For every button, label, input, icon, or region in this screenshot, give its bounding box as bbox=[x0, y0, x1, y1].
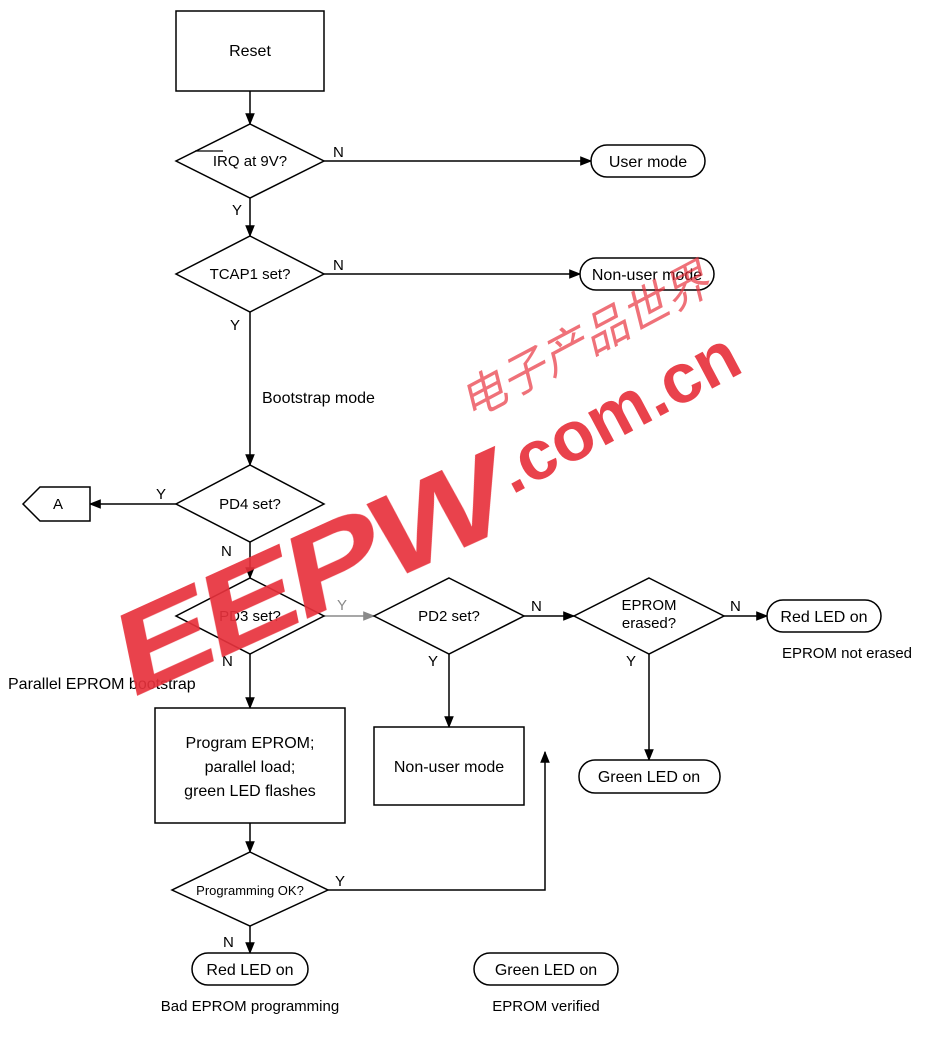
parallel-bootstrap-label: Parallel EPROM bootstrap bbox=[8, 676, 196, 693]
program-label-line2: parallel load; bbox=[205, 759, 296, 776]
nonuser-mode-mid-box bbox=[373, 726, 525, 806]
connector-a bbox=[21, 486, 91, 522]
pd3-decision bbox=[174, 577, 326, 655]
user-mode-label: User mode bbox=[609, 154, 687, 171]
eprom-erased-label-line1: EPROM bbox=[621, 597, 676, 614]
reset-box bbox=[175, 10, 325, 92]
irq-decision-label: IRQ at 9V? bbox=[213, 153, 287, 170]
eprom-erased-decision bbox=[572, 577, 726, 655]
nonuser-mode-top-terminator bbox=[579, 257, 715, 291]
eprom-erased-label-line2: erased? bbox=[622, 615, 676, 632]
red-led-top-label: Red LED on bbox=[780, 609, 867, 626]
ok-to-greenled-arrow bbox=[328, 750, 550, 891]
user-mode-terminator bbox=[590, 144, 706, 178]
green-led-bottom-label: Green LED on bbox=[495, 962, 597, 979]
green-led-mid-label: Green LED on bbox=[598, 769, 700, 786]
pd4-label: PD4 set? bbox=[219, 496, 281, 513]
reset-label: Reset bbox=[229, 43, 271, 60]
prog-y-label: Y bbox=[335, 873, 345, 890]
tcap1-n-label: N bbox=[333, 257, 344, 274]
irq-signal-text: IRQ bbox=[213, 153, 240, 170]
pd3-label: PD3 set? bbox=[219, 608, 281, 625]
pd2-decision bbox=[372, 577, 526, 655]
bad-programming-caption: Bad EPROM programming bbox=[161, 998, 339, 1015]
tcap1-label: TCAP1 set? bbox=[210, 266, 291, 283]
watermark-logo: EEPW bbox=[106, 420, 517, 725]
pd3-y-label: Y bbox=[337, 597, 347, 614]
pd4-y-label: Y bbox=[156, 486, 166, 503]
program-eprom-box bbox=[154, 707, 346, 824]
programming-ok-label: Programming OK? bbox=[196, 883, 304, 898]
erased-n-label: N bbox=[730, 598, 741, 615]
nonuser-mode-mid-label: Non-user mode bbox=[394, 759, 504, 776]
green-led-bottom-terminator bbox=[473, 952, 619, 986]
bootstrap-mode-label: Bootstrap mode bbox=[262, 390, 375, 407]
red-led-bottom-label: Red LED on bbox=[206, 962, 293, 979]
red-led-bottom-terminator bbox=[191, 952, 309, 986]
green-led-mid-terminator bbox=[578, 759, 721, 794]
nonuser-mode-top-label: Non-user mode bbox=[592, 267, 702, 284]
tcap1-decision bbox=[174, 235, 326, 313]
connector-a-label: A bbox=[53, 496, 63, 513]
red-led-top-terminator bbox=[766, 599, 882, 633]
programming-ok-decision bbox=[170, 851, 330, 927]
connectors bbox=[88, 91, 769, 955]
tcap1-y-label: Y bbox=[230, 317, 240, 334]
pd4-n-label: N bbox=[221, 543, 232, 560]
pd2-y-label: Y bbox=[428, 653, 438, 670]
pd4-decision bbox=[174, 464, 326, 543]
eprom-verified-caption: EPROM verified bbox=[492, 998, 600, 1015]
irq-y-label: Y bbox=[232, 202, 242, 219]
irq-condition-text: at 9V? bbox=[240, 153, 288, 170]
program-label-line1: Program EPROM; bbox=[186, 735, 315, 752]
prog-n-label: N bbox=[223, 934, 234, 951]
pd2-label: PD2 set? bbox=[418, 608, 480, 625]
program-label-line3: green LED flashes bbox=[184, 783, 316, 800]
pd2-n-label: N bbox=[531, 598, 542, 615]
irq-n-label: N bbox=[333, 144, 344, 161]
erased-y-label: Y bbox=[626, 653, 636, 670]
irq-decision bbox=[174, 123, 326, 199]
pd3-n-label: N bbox=[222, 653, 233, 670]
eprom-not-erased-caption: EPROM not erased bbox=[782, 645, 912, 662]
